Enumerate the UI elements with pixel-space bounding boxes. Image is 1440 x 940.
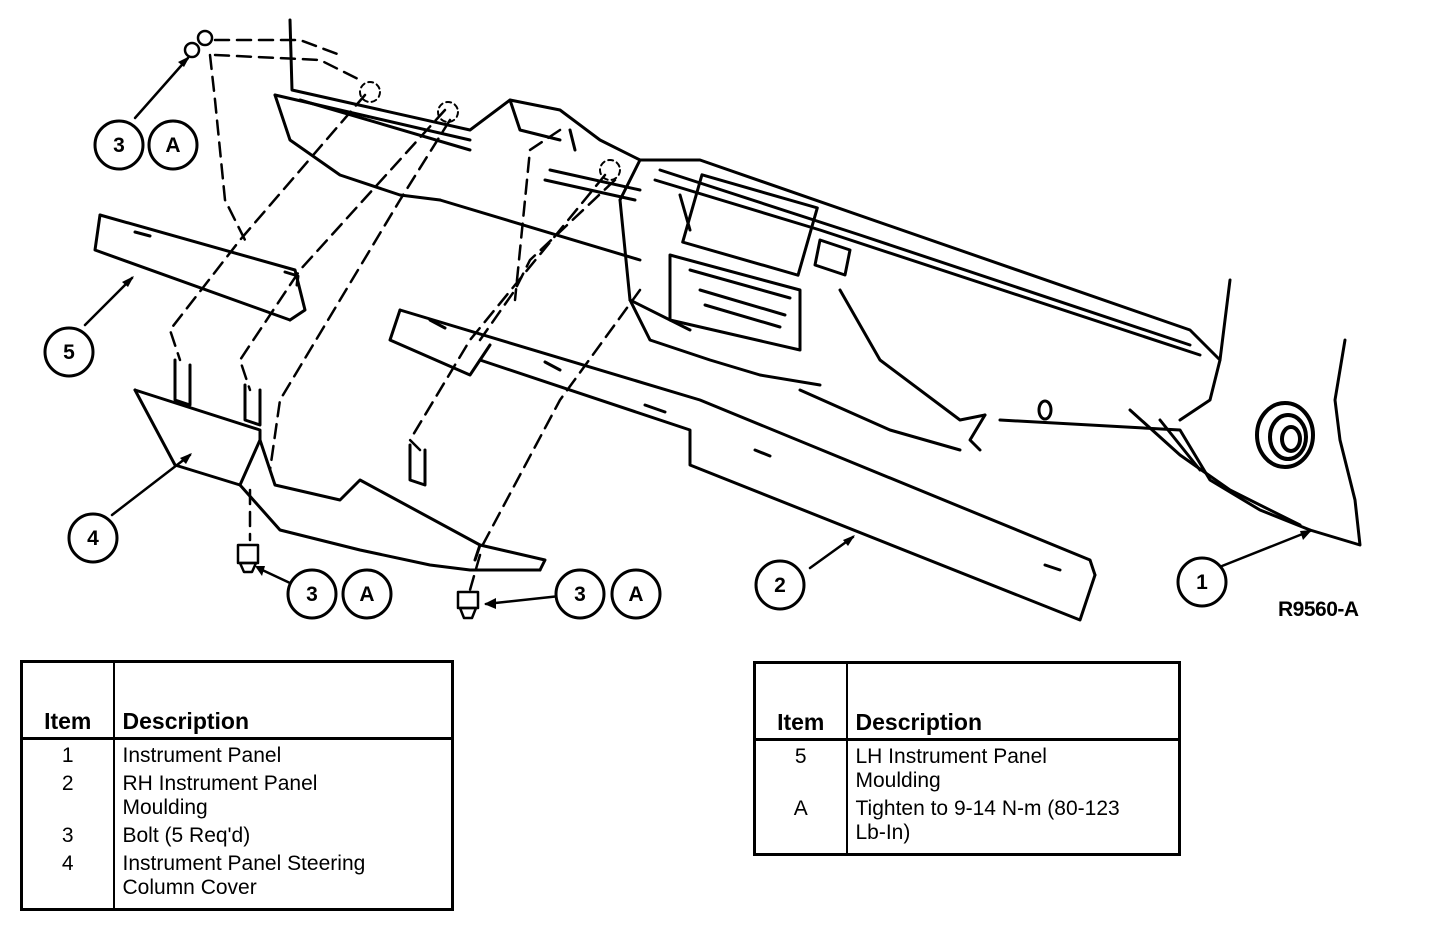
callout-label: A <box>165 134 180 157</box>
item-number: A <box>793 797 808 820</box>
callout-4 <box>67 512 119 564</box>
header-item: Item <box>21 661 114 740</box>
callout-a-mid <box>341 568 393 620</box>
callout-label: A <box>628 583 643 606</box>
header-item: Item <box>754 662 847 741</box>
callout-a-right <box>610 568 662 620</box>
callout-label: 4 <box>87 527 99 550</box>
callout-label: 1 <box>1196 571 1208 594</box>
callout-label: 3 <box>574 583 586 606</box>
callout-3-right <box>554 568 606 620</box>
item-description: Instrument Panel <box>112 738 453 768</box>
instrument-panel <box>273 18 1362 547</box>
header-description: Description <box>112 661 453 740</box>
callout-5 <box>43 326 95 378</box>
item-number: 5 <box>794 745 807 768</box>
rh-moulding <box>388 308 1097 622</box>
item-number: 2 <box>61 772 74 795</box>
steering-column-cover <box>133 358 547 572</box>
callout-2 <box>754 559 806 611</box>
callout-a-top <box>147 119 199 171</box>
item-description: Bolt (5 Req'd) <box>112 820 453 848</box>
assembly-lines <box>168 38 642 592</box>
callout-3-mid <box>286 568 338 620</box>
header-description: Description <box>845 662 1180 741</box>
callout-label: 3 <box>113 134 125 157</box>
callout-3-top <box>93 119 145 171</box>
callout-1 <box>1176 556 1228 608</box>
table-row: 3 Bolt (5 Req'd) <box>22 820 453 848</box>
callout-label: A <box>359 583 374 606</box>
bolt-icons <box>183 29 480 620</box>
figure-id: R9560-A <box>1278 598 1359 621</box>
callout-label: 3 <box>306 583 318 606</box>
callout-label: 5 <box>63 341 75 364</box>
speaker-icon <box>1255 401 1315 469</box>
table-row: 1 Instrument Panel <box>22 738 453 768</box>
legend-table-left: Item Description 1 Instrument Panel 2 RH… <box>20 660 454 911</box>
callout-label: 2 <box>774 574 786 597</box>
item-number: 3 <box>61 824 74 847</box>
lh-moulding <box>93 213 307 322</box>
exploded-view-diagram: 3 A 5 4 3 A 3 A 2 1 <box>43 18 1362 622</box>
item-number: 1 <box>61 744 74 767</box>
item-number: 4 <box>61 852 74 875</box>
